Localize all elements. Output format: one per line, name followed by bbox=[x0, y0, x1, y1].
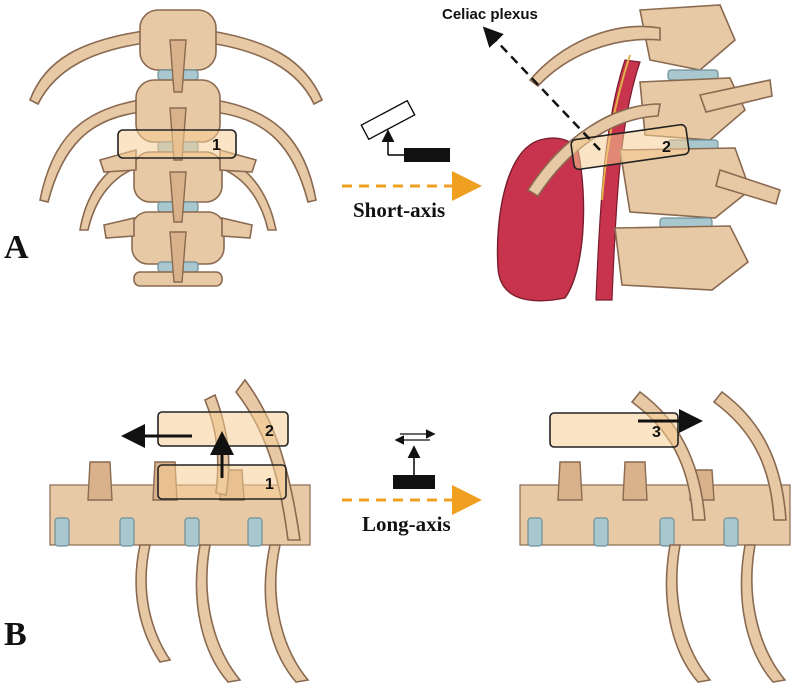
probe-number-b-3: 3 bbox=[652, 424, 661, 441]
disc-b-right-1 bbox=[527, 517, 543, 547]
disc-b-left-3 bbox=[184, 517, 200, 547]
panel-a: 1 Short-axis A bbox=[4, 4, 781, 302]
panel-letter-b: B bbox=[4, 616, 27, 653]
rib-lower-left bbox=[79, 153, 139, 231]
oblique-rib-upper bbox=[528, 25, 661, 88]
disc-b-left-2 bbox=[119, 517, 135, 547]
rib-mid-left bbox=[39, 99, 143, 203]
transverse-process-right-2 bbox=[221, 216, 253, 239]
probe-number-b-1: 1 bbox=[265, 476, 274, 493]
rib-b-right-lower-2 bbox=[740, 544, 787, 683]
short-axis-label: Short-axis bbox=[353, 198, 445, 222]
spinous-process-3 bbox=[169, 171, 187, 223]
disc-b-right-4 bbox=[723, 517, 739, 547]
probe-number-2: 2 bbox=[662, 139, 671, 156]
disc-b-right-3 bbox=[659, 517, 675, 547]
spinous-process-1 bbox=[169, 39, 187, 93]
spine-posterior-view: 1 bbox=[28, 9, 324, 287]
kidney bbox=[496, 137, 585, 302]
probe-number-b-2: 2 bbox=[265, 423, 274, 440]
probe-footprint-2 bbox=[570, 123, 690, 171]
long-axis-probe-icon bbox=[393, 429, 436, 489]
long-axis-label: Long-axis bbox=[362, 512, 451, 536]
spinous-b-left-1 bbox=[87, 461, 113, 501]
oblique-rib-lower bbox=[526, 103, 661, 198]
oblique-transverse-process bbox=[698, 79, 773, 113]
probe-number-1: 1 bbox=[212, 137, 221, 154]
short-axis-probe-icon bbox=[360, 99, 450, 162]
spinous-process-4 bbox=[169, 231, 187, 283]
spine-lateral-view-right: 3 bbox=[519, 390, 791, 683]
oblique-vertebra-3 bbox=[619, 147, 751, 219]
rib-b-left-lower-2 bbox=[264, 544, 310, 683]
disc-b-right-2 bbox=[593, 517, 609, 547]
rib-mid-right bbox=[212, 99, 317, 203]
rib-b-right-upper-2 bbox=[712, 390, 787, 521]
oblique-vertebra-1 bbox=[639, 4, 736, 71]
disc-b-left-4 bbox=[247, 517, 263, 547]
spinous-b-right-1 bbox=[557, 461, 583, 501]
long-axis-transducer bbox=[393, 475, 435, 489]
panel-letter-a: A bbox=[4, 229, 29, 266]
rib-upper-right bbox=[202, 29, 324, 106]
rib-lower-right bbox=[217, 153, 277, 231]
disc-b-left-1 bbox=[54, 517, 70, 547]
spine-lateral-view-left: 2 1 bbox=[49, 378, 311, 683]
rib-b-left-lower-3 bbox=[135, 544, 172, 663]
probe-transducer bbox=[404, 148, 450, 162]
rib-b-left-lower-1 bbox=[195, 544, 242, 683]
probe-plane-outline bbox=[360, 99, 416, 141]
oblique-spinous-process bbox=[715, 168, 781, 205]
transverse-process-left-2 bbox=[103, 216, 135, 239]
rib-b-right-lower-1 bbox=[665, 544, 712, 683]
probe-footprint-1 bbox=[117, 129, 237, 159]
panel-b: 2 1 Long-axis B bbox=[4, 378, 791, 683]
spine-oblique-view: 2 Celiac plexus bbox=[442, 4, 781, 302]
celiac-nerve-line bbox=[601, 54, 631, 201]
spinous-b-right-2 bbox=[622, 461, 648, 501]
needle-path-arrow bbox=[482, 26, 601, 151]
rib-upper-left bbox=[28, 29, 153, 106]
oblique-vertebra-4 bbox=[614, 225, 750, 291]
celiac-plexus-label: Celiac plexus bbox=[442, 6, 538, 23]
